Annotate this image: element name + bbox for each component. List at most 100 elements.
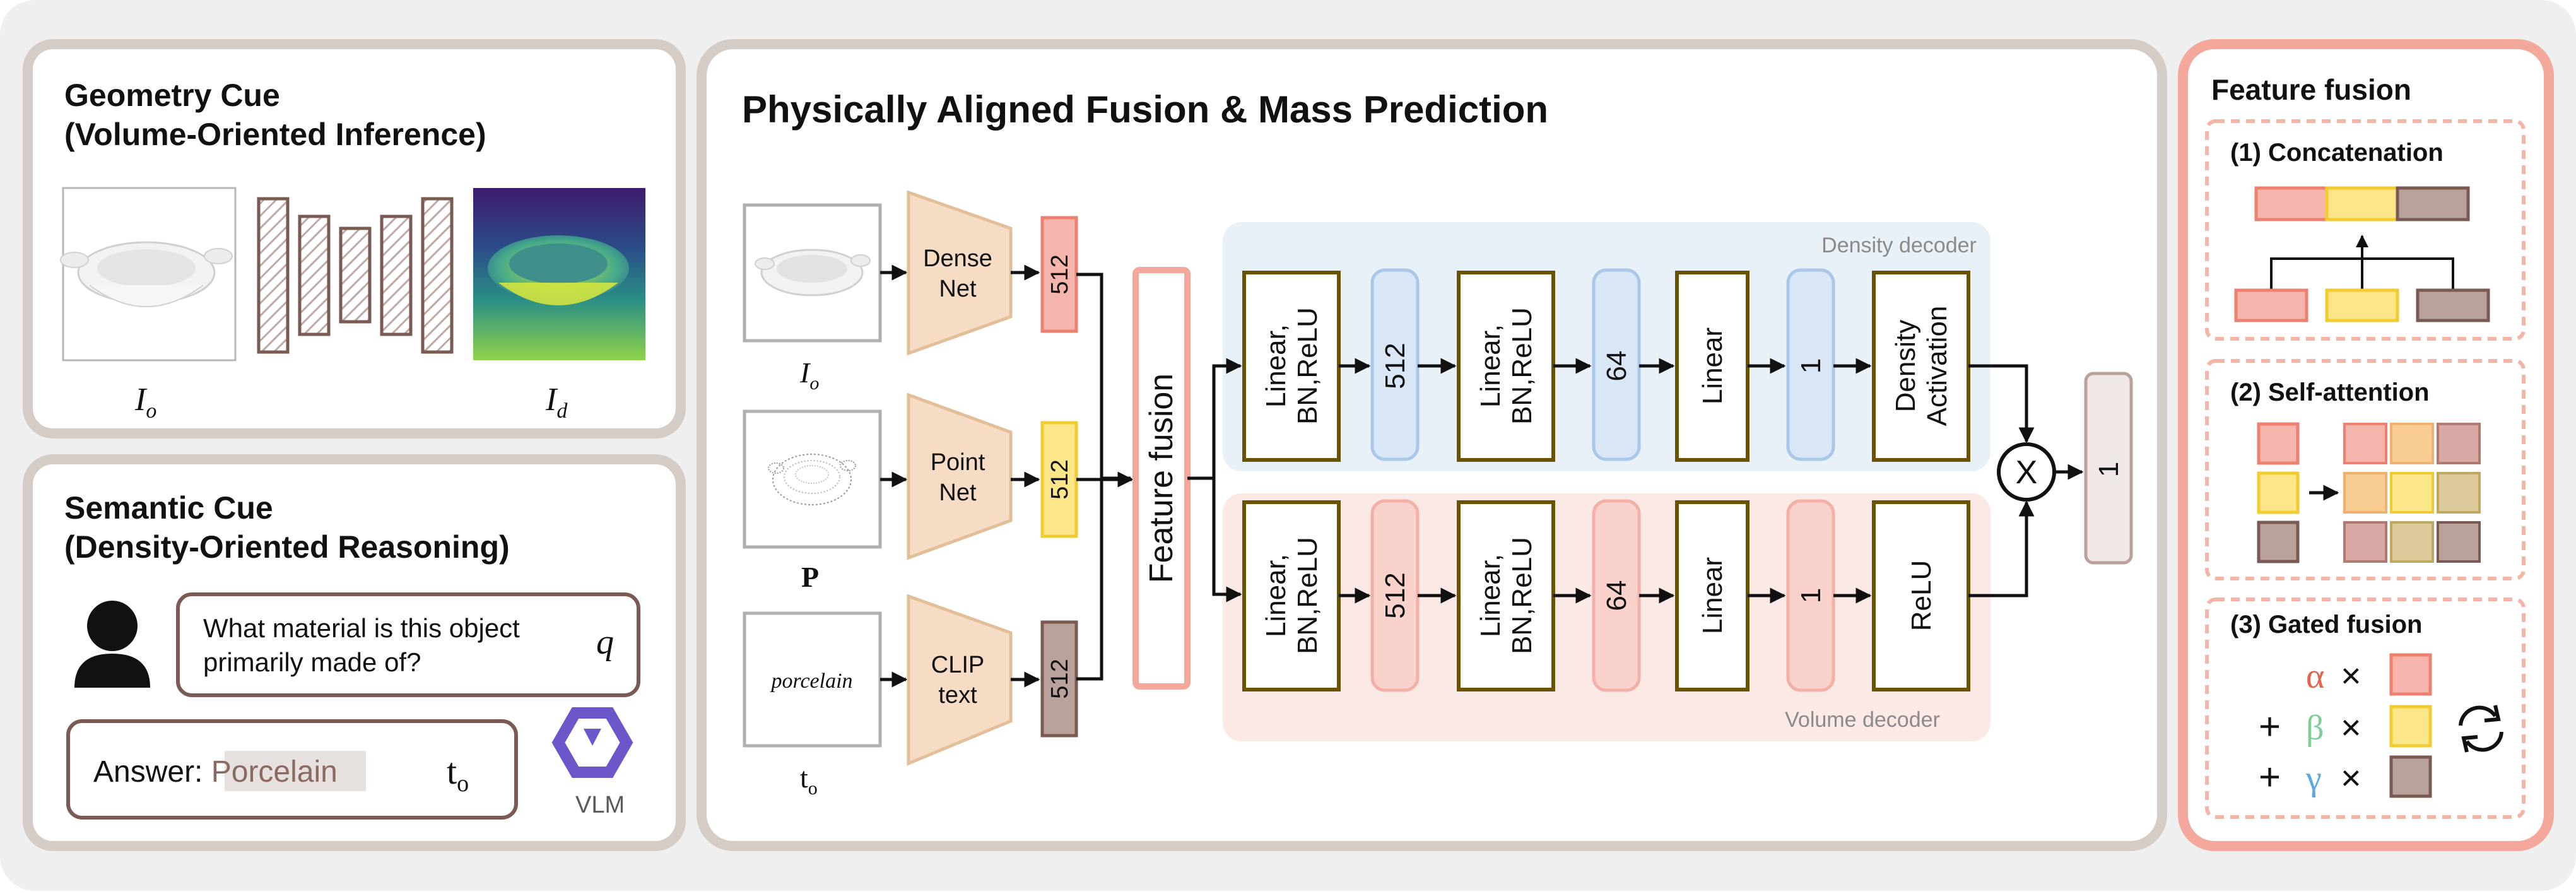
svg-text:1: 1 <box>2093 462 2124 477</box>
svg-text:BN,ReLU: BN,ReLU <box>1507 537 1538 654</box>
text-input-word: porcelain <box>770 669 852 693</box>
text-feature-vector: 512 <box>1040 620 1078 738</box>
svg-text:Linear: Linear <box>1697 327 1728 404</box>
svg-text:×: × <box>2341 758 2361 797</box>
q-symbol: q <box>596 623 614 662</box>
svg-text:×: × <box>2341 656 2361 695</box>
svg-text:+: + <box>2259 705 2281 748</box>
svg-text:1: 1 <box>1796 588 1826 603</box>
svg-text:BN,ReLU: BN,ReLU <box>1292 307 1323 425</box>
multiply-node: X <box>1997 442 2056 502</box>
svg-text:Density: Density <box>1890 320 1921 413</box>
pointcloud-input-label: P <box>801 561 819 593</box>
density-dim-512: 512 <box>1370 268 1420 461</box>
io-label: Io <box>134 382 156 423</box>
svg-text:512: 512 <box>1047 254 1073 294</box>
density-linear-bn-relu-1: Linear, BN,ReLU <box>1242 271 1341 462</box>
svg-text:(3) Gated fusion: (3) Gated fusion <box>2230 611 2422 638</box>
pointcloud-input <box>743 409 882 549</box>
volume-linear: Linear <box>1675 500 1750 691</box>
density-dim-64: 64 <box>1592 268 1641 461</box>
to-label: to <box>447 751 469 797</box>
volume-dim-1: 1 <box>1786 499 1835 692</box>
gated-fusion-section: (3) Gated fusion α × + β × + γ × <box>2205 597 2526 819</box>
density-linear: Linear <box>1675 271 1750 462</box>
volume-linear-bn-relu-1: Linear, BN,ReLU <box>1242 500 1341 691</box>
svg-text:Linear,: Linear, <box>1475 324 1506 408</box>
svg-text:Linear: Linear <box>1697 557 1728 634</box>
svg-text:text: text <box>938 682 977 709</box>
feature-fusion-block: Feature fusion <box>1132 267 1191 690</box>
bowl-image <box>60 187 237 362</box>
svg-text:γ: γ <box>2305 759 2322 798</box>
volume-relu: ReLU <box>1872 500 1970 691</box>
svg-text:Linear,: Linear, <box>1261 324 1291 408</box>
svg-text:512: 512 <box>1047 459 1073 499</box>
svg-text:512: 512 <box>1047 659 1073 698</box>
depth-map-image <box>473 188 645 360</box>
volume-dim-512: 512 <box>1370 499 1420 692</box>
vlm-logo-icon: VLM <box>551 707 633 818</box>
question-line2: primarily made of? <box>203 647 421 677</box>
svg-text:Net: Net <box>939 276 977 302</box>
svg-text:Linear,: Linear, <box>1475 554 1506 637</box>
svg-text:ReLU: ReLU <box>1906 560 1937 632</box>
fusion-panel-title: Feature fusion <box>2211 73 2411 106</box>
svg-text:BN,ReLU: BN,ReLU <box>1292 537 1323 654</box>
question-bubble <box>176 592 640 697</box>
svg-text:CLIP: CLIP <box>931 652 984 678</box>
user-icon <box>74 601 150 688</box>
svg-text:(1) Concatenation: (1) Concatenation <box>2230 139 2444 167</box>
svg-text:Linear,: Linear, <box>1261 554 1291 637</box>
pointnet-encoder: Point Net <box>907 392 1013 560</box>
densenet-encoder: Dense Net <box>907 190 1013 356</box>
geometry-title-line2: (Volume-Oriented Inference) <box>64 117 486 152</box>
svg-text:α: α <box>2306 657 2324 696</box>
semantic-title-line2: (Density-Oriented Reasoning) <box>64 529 510 565</box>
refresh-icon <box>2459 705 2503 753</box>
density-linear-bn-relu-2: Linear, BN,ReLU <box>1457 271 1555 462</box>
main-panel: Physically Aligned Fusion & Mass Predict… <box>697 39 2167 851</box>
image-feature-vector: 512 <box>1040 216 1078 333</box>
svg-text:Dense: Dense <box>923 245 992 272</box>
svg-text:β: β <box>2306 709 2324 748</box>
image-input <box>743 203 882 343</box>
svg-text:Point: Point <box>931 449 985 476</box>
density-decoder-label: Density decoder <box>1821 233 1977 257</box>
answer-text: Answer: Porcelain <box>93 755 338 789</box>
self-attention-section: (2) Self-attention <box>2205 359 2526 580</box>
svg-text:Net: Net <box>939 479 977 506</box>
feature-fusion-panel: Feature fusion (1) Concatenation (2) Sel… <box>2178 39 2554 851</box>
svg-text:Activation: Activation <box>1922 306 1953 426</box>
id-label: Id <box>545 382 568 423</box>
density-dim-1: 1 <box>1786 268 1835 461</box>
svg-text:512: 512 <box>1380 572 1411 618</box>
answer-highlight <box>225 751 366 791</box>
geometry-title-line1: Geometry Cue <box>64 78 280 113</box>
point-feature-vector: 512 <box>1040 421 1078 538</box>
main-title: Physically Aligned Fusion & Mass Predict… <box>742 88 1548 131</box>
volume-dim-64: 64 <box>1592 499 1641 692</box>
image-input-label: Io <box>799 356 819 394</box>
depth-estimator <box>257 197 454 354</box>
svg-text:512: 512 <box>1380 343 1411 389</box>
text-input: porcelain <box>743 611 882 748</box>
question-line1: What material is this object <box>203 613 520 643</box>
vlm-label: VLM <box>575 792 625 818</box>
semantic-cue-panel: Semantic Cue (Density-Oriented Reasoning… <box>23 454 686 851</box>
svg-text:1: 1 <box>1796 358 1826 373</box>
mass-output: 1 <box>2084 372 2133 565</box>
svg-text:X: X <box>2016 454 2038 491</box>
semantic-title-line1: Semantic Cue <box>64 490 273 526</box>
text-input-label: to <box>800 762 818 799</box>
volume-decoder-label: Volume decoder <box>1785 708 1940 732</box>
clip-text-encoder: CLIP text <box>907 594 1013 766</box>
volume-linear-bn-relu-2: Linear, BN,ReLU <box>1457 500 1555 691</box>
concatenation-section: (1) Concatenation <box>2205 119 2526 341</box>
svg-text:Feature fusion: Feature fusion <box>1143 373 1180 583</box>
svg-text:64: 64 <box>1601 351 1632 382</box>
svg-text:BN,ReLU: BN,ReLU <box>1507 307 1538 425</box>
density-activation: Density Activation <box>1872 271 1970 462</box>
svg-text:64: 64 <box>1601 580 1632 611</box>
